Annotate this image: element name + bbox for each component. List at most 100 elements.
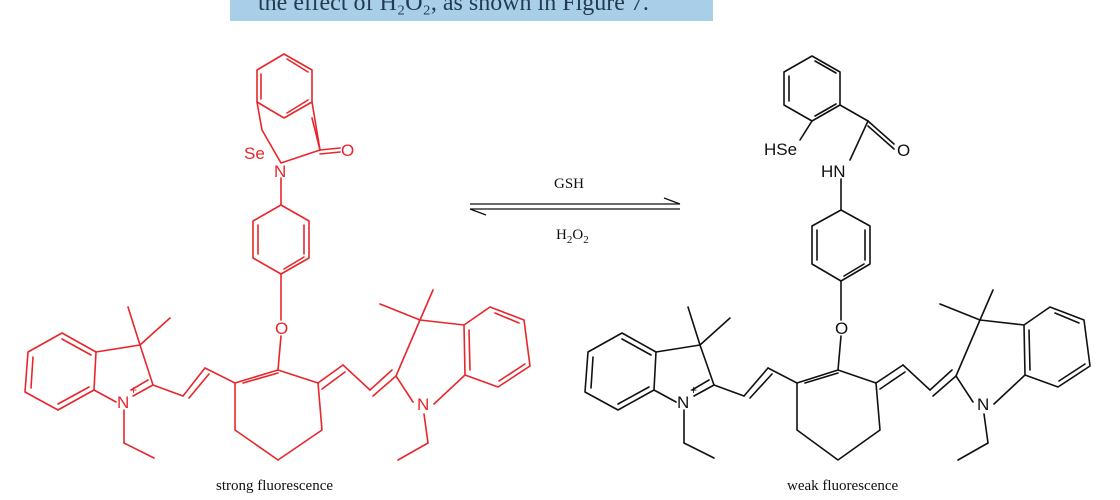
left-rind-n-c7a: [433, 374, 466, 405]
left-n-left-atom: N: [117, 393, 129, 412]
left-cyclohexene-db: [242, 372, 279, 384]
right-n-plus-charge: +: [690, 383, 697, 397]
left-rind-me1: [379, 303, 421, 321]
left-o-ether-atom: O: [275, 319, 288, 338]
right-rind-benzo-db2: [1054, 312, 1080, 324]
reverse-arrow-head: [469, 208, 487, 216]
left-ind-c3-c3a: [95, 344, 141, 353]
right-ind-benzo: [584, 332, 657, 411]
right-top-benzene: [783, 55, 841, 122]
right-o-carbonyl-atom: O: [897, 141, 910, 160]
left-phenylene-ring: [252, 204, 310, 275]
right-hn-group: HN: [821, 162, 846, 181]
right-molecule-selenol-product: [584, 55, 1091, 461]
right-chain-c: [713, 384, 745, 397]
right-top-benzene-db3: [814, 103, 837, 117]
left-ind-benzo: [24, 332, 97, 411]
left-chain-d: [317, 364, 344, 384]
right-co-db2: [867, 125, 895, 150]
left-ind-benzo-db2: [61, 338, 92, 356]
forward-arrow-head: [663, 197, 681, 205]
right-cyclohexene-db: [804, 372, 839, 384]
left-ring-fuse: [311, 101, 321, 151]
right-ind-c2-n: [693, 384, 715, 397]
left-ind-benzo-db1: [30, 356, 34, 389]
right-rind-benzo-db1: [1028, 329, 1031, 371]
left-ind-benzo-db3: [57, 386, 90, 405]
left-chain-a: [204, 367, 236, 384]
right-top-benzene-db2: [814, 60, 837, 74]
right-c-co-bond: [839, 104, 869, 122]
left-chain-c: [152, 384, 184, 397]
left-ind-c2-c3: [139, 344, 154, 386]
left-rn-ethyl-2: [397, 442, 429, 461]
left-n-right-atom: N: [417, 395, 429, 414]
h2o2-sub2: 2: [583, 234, 589, 246]
right-ind-benzo-db2: [621, 338, 652, 356]
left-ind-c2-n-db: [130, 379, 149, 391]
left-se-ring: [256, 101, 321, 164]
equilibrium-arrows: [469, 197, 681, 216]
right-o-ether-atom: O: [835, 319, 848, 338]
left-rind-c2-c3: [395, 319, 421, 377]
right-rn-ethyl-1: [983, 413, 989, 444]
left-chain-e: [342, 364, 371, 391]
right-rind-n-c7a: [993, 374, 1026, 405]
left-co-bond2: [319, 151, 341, 155]
right-rn-ethyl-2: [957, 442, 989, 461]
left-chain-d2: [321, 371, 346, 390]
right-n-left-atom: N: [677, 393, 689, 412]
right-rind-c3-c3a: [979, 319, 1025, 326]
right-chain-d2: [879, 371, 906, 390]
right-ind-me2: [699, 317, 731, 346]
left-benzo-db3: [286, 99, 309, 114]
left-benzo-ring: [256, 53, 313, 119]
right-rind-me2: [979, 289, 994, 321]
left-molecule-ebselen-probe: [24, 53, 531, 461]
right-phenylene-db3: [843, 263, 865, 277]
right-chain-a: [767, 367, 798, 384]
left-rind-benzo-db3: [498, 363, 526, 382]
right-rind-c2-c3: [955, 319, 981, 377]
left-rind-c2-n: [395, 375, 414, 403]
left-o-bond-bottom: [277, 335, 282, 371]
left-rn-ethyl-1: [423, 413, 429, 444]
left-chain-f2: [372, 375, 397, 397]
right-n-right-atom: N: [977, 395, 989, 414]
left-o-carbonyl-atom: O: [341, 141, 354, 160]
left-chain-b2: [188, 373, 210, 399]
right-chain-f: [929, 369, 953, 391]
left-rind-me2: [419, 289, 434, 321]
right-n-ethyl-2: [683, 442, 715, 459]
left-co-bond1: [319, 147, 341, 151]
right-phenylene-ring: [811, 209, 871, 282]
right-ind-me1: [687, 306, 701, 346]
right-rind-c2-n: [955, 375, 974, 403]
left-rind-c3-c3a: [419, 319, 465, 326]
right-ind-benzo-db1: [590, 356, 594, 389]
left-benzo-db2: [286, 58, 309, 73]
right-chain-b: [743, 367, 769, 397]
right-ind-c2-n-db: [691, 379, 710, 391]
right-rind-me1: [939, 303, 981, 321]
left-chain-f: [369, 369, 393, 391]
right-o-bond-bottom: [837, 335, 842, 371]
left-cyclohexene-ring: [234, 369, 323, 461]
left-ind-n-c7a: [93, 389, 117, 403]
right-chain-e: [902, 364, 931, 391]
left-caption: strong fluorescence: [216, 478, 333, 494]
left-ind-me2: [139, 317, 171, 346]
left-ind-c2-n: [132, 384, 154, 397]
right-co-db1: [867, 120, 895, 145]
right-ind-n-c7a: [653, 389, 677, 403]
reagent-h2o2-label: H2O2: [556, 227, 589, 246]
right-cyclohexene-ring: [796, 369, 881, 461]
left-rind-benzo: [463, 306, 531, 388]
left-rind-benzo-db1: [468, 329, 471, 371]
left-se-atom: Se: [244, 144, 265, 163]
reagent-gsh-label: GSH: [554, 176, 584, 192]
right-ind-benzo-db3: [617, 386, 650, 405]
left-n-plus-charge: +: [130, 383, 137, 397]
left-ind-me1: [127, 306, 141, 346]
